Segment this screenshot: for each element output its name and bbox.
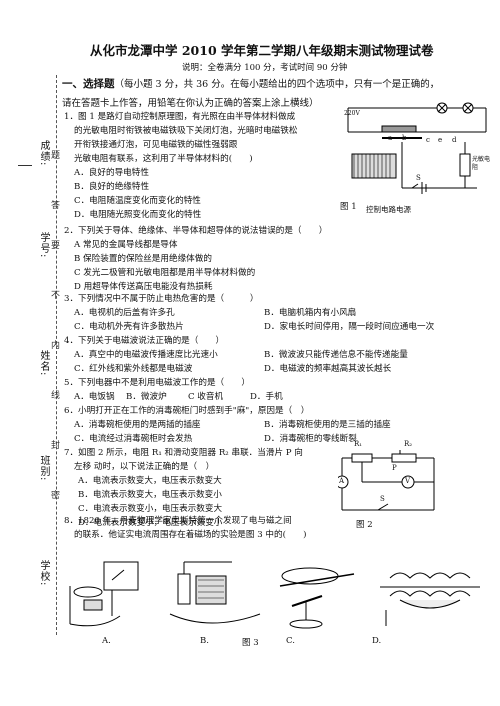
figure-2: R₁ R₂ P A V S: [335, 440, 438, 518]
option-b: B 保险装置的保险丝是用绝缘体做的: [74, 254, 212, 264]
student-number-label: 学号:: [38, 232, 49, 259]
option-a: A．电流表示数变大，电压表示数变大: [78, 476, 222, 486]
option-d: D．手机: [250, 392, 283, 402]
section-note: （每小题 3 分，共 36 分。在每小题给出的四个选项中，只有一个是正确的，: [114, 79, 440, 90]
option-a: A．真空中的电磁波传播速度比光速小: [74, 350, 218, 360]
fig1-label-220v: 220V: [344, 110, 360, 117]
option-d: D．电阻随光照变化而变化的特性: [74, 210, 202, 220]
option-a: A．良好的导电特性: [74, 168, 149, 178]
name-label: 姓名:: [38, 350, 49, 377]
seal-word: 内: [49, 340, 59, 349]
question-6: 6．小明打开正在工作的消毒碗柜门时感到手"麻"，原因是（ ） A．消毒碗柜使用的…: [64, 404, 391, 446]
question-8: 8．1820 年，丹麦物理学家奥斯特第一个发现了电与磁之间 的联系．他证实电流周…: [64, 514, 306, 542]
fig3-option-d: D.: [372, 636, 382, 646]
fig2-label-s: S: [380, 495, 385, 503]
figure-3-panels: [69, 561, 480, 629]
option-c: C．电流表示数变小，电压表示数变大: [78, 504, 223, 514]
option-b: B．消毒碗柜使用的是三插的插座: [264, 420, 391, 430]
fig2-label-p: P: [392, 464, 397, 472]
fig1-label-c: c: [426, 136, 430, 144]
fig1-label-a: a: [388, 134, 393, 142]
question-line: 8．1820 年，丹麦物理学家奥斯特第一个发现了电与磁之间: [64, 516, 292, 526]
question-4: 4．下列关于电磁波说法正确的是（ ） A．真空中的电磁波传播速度比光速小 B．微波…: [64, 334, 408, 376]
fig1-label-b: b: [402, 134, 407, 142]
option-d: D．电流表示数变小，电压表示数变小: [78, 518, 223, 528]
figure-1: 220V a b c e d 光敏电阻 S 控制电路电源: [342, 98, 492, 218]
fig2-label-r2: R₂: [404, 440, 413, 448]
question-7: 7．如图 2 所示，电阻 R₁ 和滑动变阻器 R₂ 串联．当滑片 P 向 左移 …: [64, 446, 303, 530]
seal-line: [56, 75, 57, 635]
fig1-label-e: e: [438, 136, 443, 144]
seal-word: 不: [49, 290, 59, 299]
question-line: 开衔铁接通灯泡，可见电磁铁的磁性强弱跟: [74, 140, 238, 150]
figure-3: [60, 556, 490, 636]
option-c: C 发光二极管和光敏电阻都是用半导体材料做的: [74, 268, 256, 278]
option-d: D．家电长时间停用，隔一段时间应通电一次: [264, 322, 435, 332]
section-heading: 一、选择题（每小题 3 分，共 36 分。在每小题给出的四个选项中，只有一个是正…: [62, 76, 439, 91]
fig2-label-voltmeter: V: [405, 477, 411, 485]
question-line: 的光敏电阻时衔铁被电磁铁吸下关闭灯泡，光暗时电磁铁松: [74, 126, 298, 136]
option-b: B．微波波只能传递信息不能传递能量: [264, 350, 408, 360]
fig3-option-c: C.: [286, 636, 295, 646]
option-a: A 常见的金属导线都是导体: [74, 240, 178, 250]
fig2-label-ammeter: A: [339, 477, 345, 485]
option-c: C 收音机: [188, 392, 224, 402]
seal-word: 封: [49, 440, 59, 449]
option-b: B．电流表示数变大，电压表示数变小: [78, 490, 222, 500]
page-title: 从化市龙潭中学 2010 学年第二学期八年级期末测试物理试卷: [90, 43, 434, 58]
fig3-option-a: A.: [102, 636, 111, 646]
fig1-bottom-label: 控制电路电源: [366, 205, 411, 214]
score-label: 成绩:: [38, 140, 49, 167]
seal-word: 密: [49, 490, 59, 499]
option-c: C．电动机外壳有许多散热片: [74, 322, 184, 332]
seal-word: 答: [49, 200, 59, 209]
question-line: 6．小明打开正在工作的消毒碗柜门时感到手"麻"，原因是（ ）: [64, 406, 310, 416]
question-1: 1．图 1 是路灯自动控制原理图，有光照在由半导体材料做成 的光敏电阻时衔铁被电…: [64, 110, 297, 222]
fig1-caption: 图 1: [340, 202, 357, 212]
section-note-2: 请在答题卡上作答，用铅笔在你认为正确的答案上涂上横线）: [62, 98, 319, 109]
figure-1-circuit: [342, 98, 492, 218]
option-a: A．电饭锅: [74, 392, 115, 402]
question-2: 2．下列关于导体、绝缘体、半导体和超导体的说法错误的是（ ） A 常见的金属导线…: [64, 224, 327, 294]
option-b: B．良好的绝缘特性: [74, 182, 150, 192]
school-label: 学校:: [38, 560, 49, 587]
question-line: 1．图 1 是路灯自动控制原理图，有光照在由半导体材料做成: [64, 112, 296, 122]
question-line: 光敏电阻有联系，这利用了半导体材料的( ): [74, 154, 253, 164]
option-b: B．微波炉: [126, 392, 167, 402]
fig3-option-b: B.: [200, 636, 209, 646]
question-line: 3．下列情况中不属于防止电热危害的是（ ）: [64, 294, 259, 304]
page-subtitle: 说明：全卷满分 100 分，考试时间 90 分钟: [182, 63, 348, 73]
option-b: B．电脑机箱内有小风扇: [264, 308, 357, 318]
option-a: A．消毒碗柜使用的是两插的插座: [74, 420, 201, 430]
question-line: 2．下列关于导体、绝缘体、半导体和超导体的说法错误的是（ ）: [64, 226, 328, 236]
option-d: D．电磁波的频率越高其波长越长: [264, 364, 392, 374]
seal-word: 题: [49, 150, 59, 159]
option-d: D 用超导体传送高压电能没有热损耗: [74, 282, 213, 292]
fig1-label-s: S: [416, 174, 421, 182]
question-line: 5．下列电器中不是利用电磁波工作的是（ ）: [64, 378, 250, 388]
question-3: 3．下列情况中不属于防止电热危害的是（ ） A．电视机的后盖有许多孔 B．电脑机箱…: [64, 292, 494, 334]
fig3-caption: 图 3: [242, 638, 259, 648]
question-line: 左移 动时，以下说法正确的是（ ）: [74, 462, 215, 472]
seal-word: 要: [49, 240, 59, 249]
option-a: A．电视机的后盖有许多孔: [74, 308, 175, 318]
class-label: 班别:: [38, 455, 49, 482]
binding-margin: 成绩: 学号: 姓名: 班别: 学校: 题 答 要 不 内 线 封 密: [0, 0, 60, 706]
option-c: C．电阻随温度变化而变化的特性: [74, 196, 201, 206]
question-line: 4．下列关于电磁波说法正确的是（ ）: [64, 336, 225, 346]
option-c: C．电流经过消毒碗柜时会发热: [74, 434, 193, 444]
fig1-label-d: d: [452, 136, 457, 144]
section-title: 一、选择题: [62, 78, 115, 90]
score-blank: [18, 165, 32, 166]
fig2-label-r1: R₁: [354, 440, 363, 448]
fig2-caption: 图 2: [356, 520, 373, 530]
fig1-label-photoresistor: 光敏电阻: [472, 156, 491, 171]
option-c: C．红外线和紫外线都是电磁波: [74, 364, 193, 374]
question-5: 5．下列电器中不是利用电磁波工作的是（ ） A．电饭锅 B．微波炉 C 收音机 D．手…: [64, 376, 283, 404]
figure-2-circuit: [335, 450, 435, 511]
question-line: 7．如图 2 所示，电阻 R₁ 和滑动变阻器 R₂ 串联．当滑片 P 向: [64, 448, 303, 458]
seal-word: 线: [49, 390, 59, 399]
question-line: 的联系．他证实电流周围存在着磁场的实验是图 3 中的( ): [74, 530, 307, 540]
option-d: D．消毒碗柜的零线断裂: [264, 434, 357, 444]
